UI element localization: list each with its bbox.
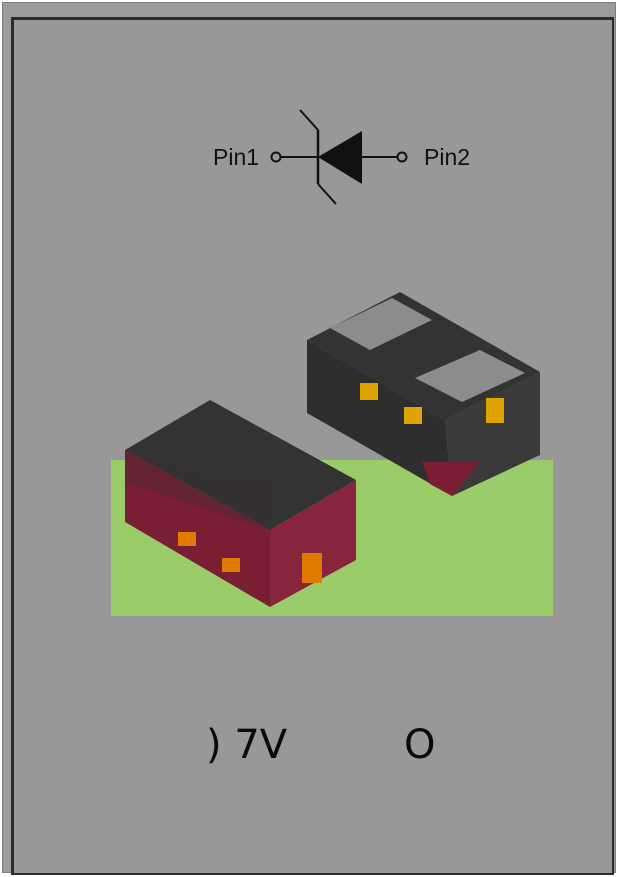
right-package — [307, 292, 540, 496]
pin2-label: Pin2 — [424, 144, 471, 170]
pin1-label: Pin1 — [213, 144, 260, 170]
diode-symbol-icon — [270, 109, 408, 205]
smd-package-3d-icon — [111, 292, 553, 616]
left-package — [125, 400, 356, 607]
package-caption-left: ) 7V — [206, 722, 288, 768]
package-caption-right: O — [404, 722, 436, 768]
